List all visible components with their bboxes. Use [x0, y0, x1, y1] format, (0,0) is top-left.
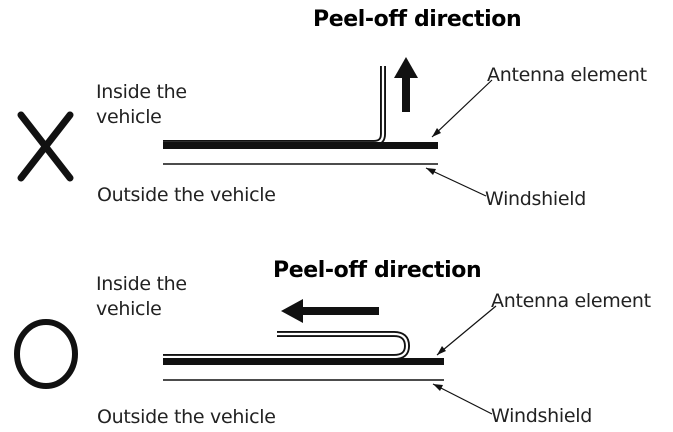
- peel-up-illustration: [163, 66, 438, 165]
- antenna-leader-line: [436, 305, 497, 356]
- antenna-element-label: Antenna element: [487, 64, 647, 86]
- peel-direction-label: Peel-off direction: [273, 258, 482, 283]
- antenna-element-band: [163, 358, 444, 365]
- peel-back-illustration: [163, 331, 444, 381]
- circle-mark-icon: [14, 319, 78, 389]
- inside-vehicle-label: Inside the vehicle: [96, 272, 187, 322]
- inside-label-line2: vehicle: [96, 298, 162, 320]
- windshield-leader-line: [425, 167, 487, 197]
- windshield-label: Windshield: [491, 405, 592, 427]
- inside-label-line1: Inside the: [96, 81, 187, 103]
- windshield-label: Windshield: [485, 188, 586, 210]
- peeled-element-vertical: [163, 66, 386, 146]
- inside-label-line1: Inside the: [96, 273, 187, 295]
- antenna-element-band: [163, 142, 438, 149]
- outside-vehicle-label: Outside the vehicle: [97, 184, 276, 206]
- windshield-leader-line: [432, 383, 493, 415]
- inside-vehicle-label: Inside the vehicle: [96, 80, 187, 130]
- peeled-element-folded: [163, 331, 411, 360]
- cross-mark-icon: [17, 111, 74, 182]
- peel-direction-label: Peel-off direction: [313, 7, 522, 32]
- arrow-up-icon: [394, 57, 418, 112]
- antenna-element-label: Antenna element: [491, 290, 651, 312]
- inside-label-line2: vehicle: [96, 106, 162, 128]
- arrow-left-icon: [281, 299, 379, 323]
- outside-vehicle-label: Outside the vehicle: [97, 406, 276, 428]
- antenna-leader-line: [431, 79, 493, 138]
